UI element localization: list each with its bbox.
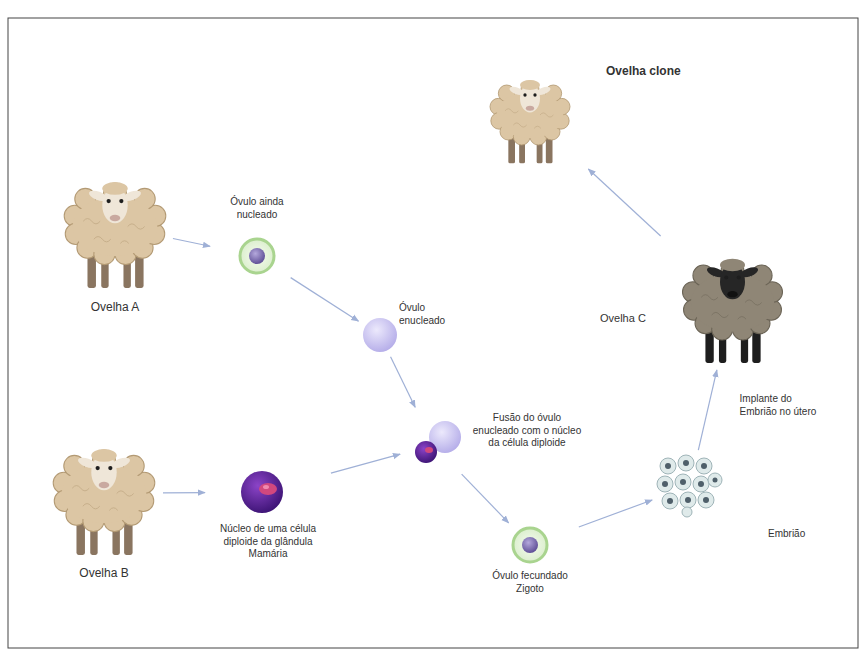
sheep-node: Ovelha A (60, 161, 170, 317)
node-label: Óvulo enucleado (399, 302, 459, 327)
arrow-connector (462, 474, 509, 523)
arrow-connector (291, 278, 359, 322)
node-label: Ovelha C (600, 312, 660, 326)
sheep-node: Ovelha B (48, 428, 160, 583)
fusion-cells (415, 421, 461, 463)
arrow-connector (588, 169, 660, 236)
diploid-nucleus (241, 471, 283, 513)
node-label: Óvulo fecundado Zigoto (486, 570, 574, 595)
sheep-b (53, 449, 155, 555)
cell-node: Óvulo enucleado (361, 300, 461, 354)
embryo-cluster (657, 455, 722, 517)
nucleated-egg (240, 239, 274, 273)
arrow-connector (163, 492, 205, 494)
arrow-connector (579, 500, 652, 527)
frame (8, 18, 858, 648)
cell-node: Óvulo ainda nucleado (213, 194, 301, 276)
node-label: Ovelha clone (606, 64, 702, 79)
arrow-connector (173, 239, 210, 247)
sheep-node: Ovelha C (598, 238, 802, 367)
node-label: Ovelha A (68, 300, 162, 315)
sheep-node: Ovelha clone (478, 62, 704, 167)
arrow-connector (698, 370, 717, 450)
node-label: Embrião (768, 528, 822, 541)
sheep-clone (490, 80, 570, 163)
node-label: Ovelha B (57, 566, 151, 581)
node-label: Núcleo de uma célula diploide da glândul… (210, 523, 326, 561)
zygote (513, 528, 547, 562)
node-label: Óvulo ainda nucleado (215, 196, 299, 221)
cell-node: Fusão do óvulo enucleado com o núcleo da… (403, 410, 586, 472)
arrow-connector (331, 454, 400, 473)
sheep-c (683, 259, 783, 363)
embryo-node: Embrião (655, 453, 824, 543)
cell-node: Óvulo fecundado Zigoto (484, 525, 576, 597)
arrow-connector (391, 357, 416, 408)
cell-node: Núcleo de uma célula diploide da glândul… (208, 468, 328, 563)
node-label: Fusão do óvulo enucleado com o núcleo da… (470, 412, 584, 450)
sheep-a (64, 182, 166, 288)
enucleated-egg (363, 318, 397, 352)
edge-label: Implante do Embrião no útero (738, 392, 822, 419)
